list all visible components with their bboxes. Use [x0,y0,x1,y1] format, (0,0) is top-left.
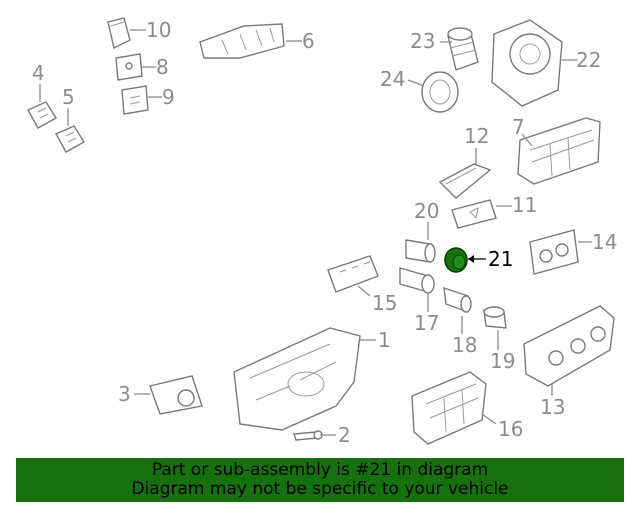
leader-15 [357,285,371,297]
part-10-switch-cap [107,17,131,50]
callout-9: 9 [162,85,175,109]
callout-8: 8 [156,55,169,79]
callout-3: 3 [118,382,131,406]
callout-22: 22 [576,48,601,72]
part-13-climate-panel [523,305,615,387]
callout-11: 11 [512,193,537,217]
part-6-trim-panel [199,23,285,59]
part-11-switch [451,199,497,229]
part-7-switch-panel [517,117,601,185]
part-18-outlet [443,286,472,313]
part-8-switch [115,53,143,81]
part-23-knob [447,27,479,71]
part-21-highlighted-cap [444,247,468,273]
callout-7: 7 [512,115,525,139]
callout-16: 16 [498,417,523,441]
part-14-switch-bezel [529,229,579,275]
callout-21: 21 [488,247,513,271]
banner-line-2: Diagram may not be specific to your vehi… [131,479,509,499]
part-15-switch-block [327,255,379,293]
callout-2: 2 [338,423,351,447]
leader-16 [481,413,497,425]
callout-24: 24 [380,67,405,91]
leader-24 [407,79,425,87]
callout-14: 14 [592,230,617,254]
leader-7 [521,133,533,147]
callout-1: 1 [378,328,391,352]
part-17-socket [399,267,435,294]
info-banner: Part or sub-assembly is #21 in diagram D… [16,458,624,502]
part-4-switch [27,101,57,129]
part-12-trim-strip [438,163,492,199]
part-24-ring [421,71,459,113]
part-1-instrument-cluster [233,327,361,431]
callout-18: 18 [452,333,477,357]
callout-19: 19 [490,349,515,373]
part-22-rotary-controller [491,19,563,107]
callout-4: 4 [32,61,45,85]
part-20-socket [405,239,436,263]
arrowhead-21 [468,255,474,263]
part-16-switch-housing [411,371,487,445]
part-19-outlet [483,306,507,329]
callout-17: 17 [414,311,439,335]
banner-line-1: Part or sub-assembly is #21 in diagram [151,460,489,480]
part-5-switch [55,125,85,153]
callout-6: 6 [302,29,315,53]
part-3-switch-module [149,375,203,415]
callout-20: 20 [414,199,439,223]
callout-12: 12 [464,124,489,148]
part-9-switch [121,85,149,115]
callout-23: 23 [410,29,435,53]
part-2-screw [293,430,323,441]
callout-13: 13 [540,395,565,419]
callout-15: 15 [372,291,397,315]
callout-10: 10 [146,18,171,42]
callout-5: 5 [62,85,75,109]
